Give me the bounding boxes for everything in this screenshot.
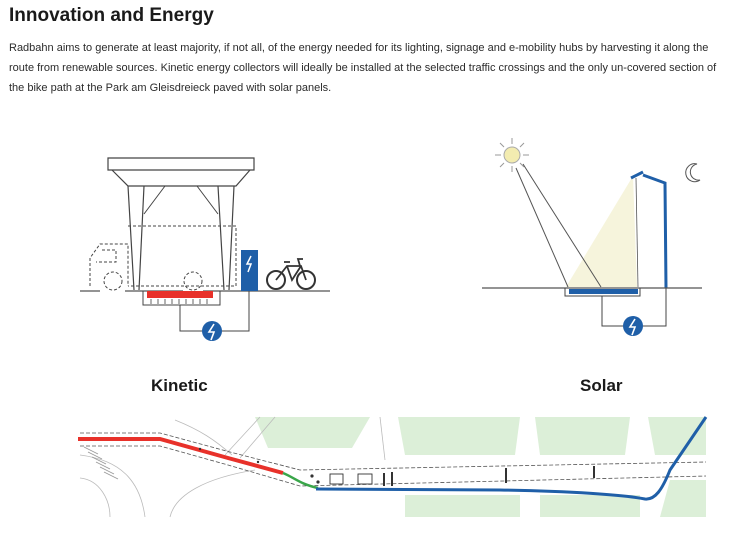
- intro-paragraph: Radbahn aims to generate at least majori…: [9, 42, 717, 94]
- park-areas: [255, 417, 706, 517]
- bicycle-icon: [266, 258, 316, 290]
- truck-outline: [89, 225, 237, 291]
- solar-energy-icon: [623, 316, 643, 336]
- light-cone: [566, 176, 637, 287]
- kinetic-illustration: [80, 157, 330, 332]
- parking-stripes: [83, 446, 119, 480]
- small-dots: [198, 447, 320, 484]
- station-boxes: [329, 473, 373, 485]
- springs: [150, 299, 208, 304]
- moon-icon: [685, 163, 701, 183]
- solar-route: [315, 416, 708, 501]
- solar-illustration: [482, 138, 702, 327]
- kinetic-route: [78, 437, 284, 475]
- sun-icon: [495, 138, 529, 172]
- page-title: Innovation and Energy: [9, 5, 214, 26]
- connector-route: [282, 471, 319, 490]
- track-corridor: [80, 432, 707, 487]
- kinetic-energy-icon: [202, 321, 222, 341]
- kinetic-plate: [147, 291, 213, 298]
- solar-caption: Solar: [580, 376, 623, 395]
- crossing-markers: [383, 466, 595, 486]
- solar-panels: [569, 289, 638, 294]
- viaduct: [107, 157, 255, 291]
- station-lightning-icon: [245, 255, 253, 273]
- kinetic-caption: Kinetic: [151, 376, 208, 395]
- route-map: [78, 416, 708, 518]
- charging-station: [241, 250, 258, 291]
